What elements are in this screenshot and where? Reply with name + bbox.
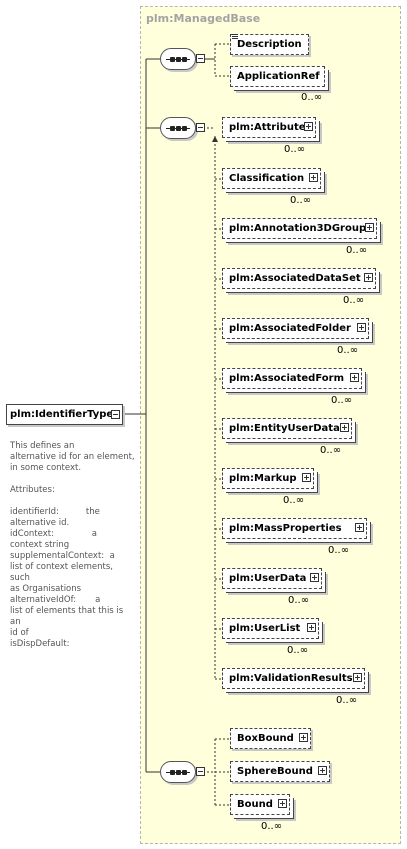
- element-plm-user-data[interactable]: plm:UserData: [222, 568, 322, 589]
- element-plm-associated-folder[interactable]: plm:AssociatedFolder: [222, 318, 369, 339]
- expand-icon[interactable]: [310, 573, 319, 582]
- expand-icon[interactable]: [307, 623, 316, 632]
- expand-icon[interactable]: [318, 766, 327, 775]
- collapse-icon[interactable]: [196, 54, 205, 63]
- expand-icon[interactable]: [340, 423, 349, 432]
- element-label: plm:UserData: [229, 573, 307, 584]
- element-plm-annotation3dgroup[interactable]: plm:Annotation3DGroup: [222, 218, 377, 239]
- cardinality-label: 0..∞: [346, 245, 368, 256]
- element-label: plm:Markup: [229, 473, 297, 484]
- cardinality-label: 0..∞: [283, 495, 305, 506]
- collapse-icon[interactable]: [196, 767, 205, 776]
- collapse-icon[interactable]: [196, 123, 205, 132]
- expand-icon[interactable]: [355, 523, 364, 532]
- cardinality-label: 0..∞: [287, 645, 309, 656]
- element-label: plm:Attribute: [229, 122, 306, 133]
- element-classification[interactable]: Classification: [222, 168, 321, 189]
- sequence-compositor-3[interactable]: [160, 761, 196, 783]
- expand-icon[interactable]: [304, 122, 313, 131]
- cardinality-label: 0..∞: [261, 821, 283, 832]
- sequence-compositor-1[interactable]: [160, 48, 196, 70]
- element-application-ref[interactable]: ApplicationRef: [230, 66, 325, 87]
- expand-icon[interactable]: [364, 273, 373, 282]
- element-label: SphereBound: [237, 766, 313, 777]
- root-element-node[interactable]: plm:IdentifierType: [6, 404, 123, 425]
- root-element-label: plm:IdentifierType: [10, 409, 114, 420]
- managed-base-title: plm:ManagedBase: [146, 12, 261, 25]
- element-plm-validation-results[interactable]: plm:ValidationResults: [222, 668, 365, 689]
- cardinality-label: 0..∞: [336, 695, 358, 706]
- expand-icon[interactable]: [302, 473, 311, 482]
- element-label: Classification: [229, 173, 305, 184]
- expand-icon[interactable]: [353, 673, 362, 682]
- element-label: plm:ValidationResults: [229, 673, 353, 684]
- sequence-compositor-2[interactable]: [160, 117, 196, 139]
- cardinality-label: 0..∞: [284, 144, 306, 155]
- cardinality-label: 0..∞: [288, 595, 310, 606]
- element-plm-mass-properties[interactable]: plm:MassProperties: [222, 518, 367, 539]
- expand-icon[interactable]: [299, 733, 308, 742]
- documentation-lines-icon: [232, 34, 238, 40]
- element-box-bound[interactable]: BoxBound: [230, 728, 311, 749]
- element-sphere-bound[interactable]: SphereBound: [230, 761, 330, 782]
- element-plm-entity-user-data[interactable]: plm:EntityUserData: [222, 418, 352, 439]
- expand-icon[interactable]: [357, 323, 366, 332]
- cardinality-label: 0..∞: [290, 195, 312, 206]
- element-label: plm:AssociatedForm: [229, 373, 344, 384]
- expand-icon[interactable]: [350, 373, 359, 382]
- element-bound[interactable]: Bound: [230, 794, 290, 815]
- element-label: Bound: [237, 799, 273, 810]
- cardinality-label: 0..∞: [320, 445, 342, 456]
- element-description[interactable]: Description: [230, 34, 309, 55]
- cardinality-label: 0..∞: [328, 545, 350, 556]
- element-label: plm:UserList: [229, 623, 301, 634]
- expand-icon[interactable]: [309, 173, 318, 182]
- cardinality-label: 0..∞: [331, 395, 353, 406]
- element-plm-markup[interactable]: plm:Markup: [222, 468, 314, 489]
- element-label: plm:EntityUserData: [229, 423, 340, 434]
- element-label: plm:Annotation3DGroup: [229, 223, 367, 234]
- element-label: BoxBound: [237, 733, 294, 744]
- element-plm-attribute[interactable]: plm:Attribute: [222, 117, 316, 138]
- element-label: Description: [237, 39, 302, 50]
- collapse-icon[interactable]: [111, 410, 120, 419]
- documentation-text: This defines an alternative id for an el…: [10, 441, 135, 649]
- element-label: plm:AssociatedDataSet: [229, 273, 361, 284]
- element-label: plm:AssociatedFolder: [229, 323, 351, 334]
- element-plm-associated-form[interactable]: plm:AssociatedForm: [222, 368, 362, 389]
- element-plm-associated-data-set[interactable]: plm:AssociatedDataSet: [222, 268, 376, 289]
- cardinality-label: 0..∞: [301, 92, 323, 103]
- expand-icon[interactable]: [365, 223, 374, 232]
- element-label: ApplicationRef: [237, 71, 320, 82]
- cardinality-label: 0..∞: [343, 295, 365, 306]
- element-plm-user-list[interactable]: plm:UserList: [222, 618, 319, 639]
- element-label: plm:MassProperties: [229, 523, 342, 534]
- cardinality-label: 0..∞: [337, 345, 359, 356]
- expand-icon[interactable]: [278, 799, 287, 808]
